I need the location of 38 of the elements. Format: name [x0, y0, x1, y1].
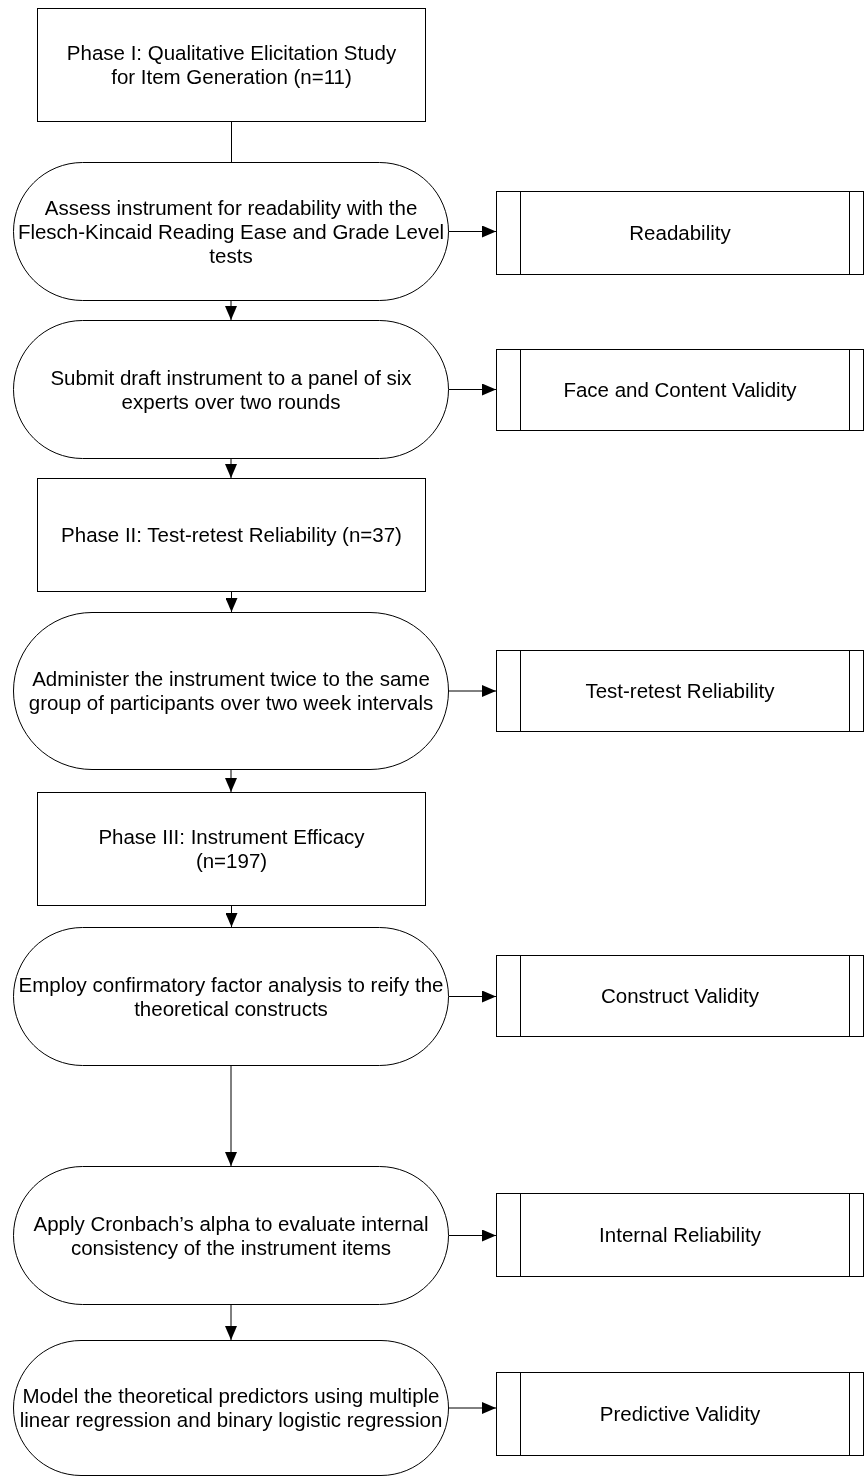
node-text: Model the theoretical predictors using multiple linear regression and binary logistic regression [18, 1384, 444, 1432]
node-text: Phase III: Instrument Efficacy (n=197) [97, 825, 366, 873]
node-text: Face and Content Validity [563, 378, 797, 402]
node-text: Assess instrument for readability with the Flesch-Kincaid Reading Ease and Grade Level tests [16, 195, 446, 268]
phase-box [37, 792, 426, 906]
arrow [448, 1402, 497, 1414]
connector-line [231, 121, 232, 163]
arrow [448, 1229, 497, 1242]
node-text: Submit draft instrument to a panel of six experts over two rounds [49, 365, 413, 414]
phase-box [37, 8, 426, 122]
node-text: Predictive Validity [599, 1402, 761, 1426]
node-text: Construct Validity [601, 984, 759, 1008]
arrow [225, 905, 238, 928]
predefined-process-box [496, 1193, 864, 1277]
arrow [225, 591, 238, 613]
arrow [448, 990, 497, 1003]
node-text: Administer the instrument twice to the same group of participants over two week intervals [27, 667, 435, 715]
node-text: Apply Cronbach’s alpha to evaluate internal consistency of the instrument items [32, 1211, 430, 1260]
predefined-process-box [496, 191, 864, 275]
node-text: Phase I: Qualitative Elicitation Study for Item Generation (n=11) [65, 41, 398, 89]
arrow [225, 769, 237, 793]
node-text: Readability [629, 221, 731, 245]
arrow [225, 300, 237, 321]
node-text: Phase II: Test-retest Reliability (n=37) [61, 523, 402, 547]
node-text: Test-retest Reliability [585, 679, 775, 703]
predefined-process-box [496, 955, 864, 1037]
predefined-process-box [496, 349, 864, 431]
node-text: Employ confirmatory factor analysis to reify the theoretical constructs [17, 972, 445, 1021]
node-text: Internal Reliability [599, 1223, 761, 1247]
predefined-process-box [496, 1372, 864, 1456]
phase-box [37, 478, 426, 592]
arrow [448, 685, 497, 697]
arrow [448, 383, 497, 396]
predefined-process-box [496, 650, 864, 732]
arrow [225, 458, 237, 479]
arrow [448, 225, 497, 238]
arrow [225, 1304, 237, 1341]
arrow [225, 1065, 237, 1167]
